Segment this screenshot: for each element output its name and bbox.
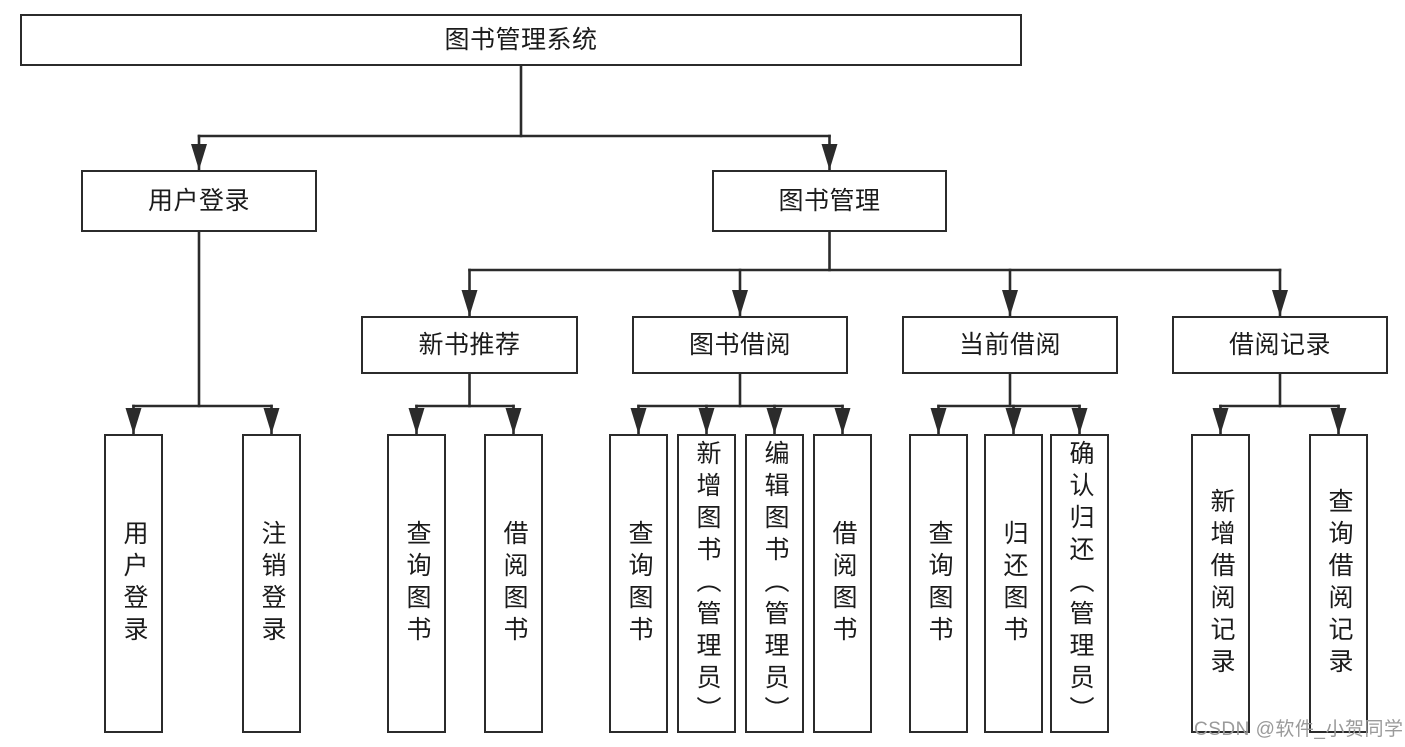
node-l-querybook1[interactable]: 查询图书 (387, 434, 446, 733)
node-login[interactable]: 用户登录 (81, 170, 317, 232)
node-label-login: 用户登录 (147, 187, 250, 215)
node-label-l-addbook: 新增图书（管理员） (693, 439, 721, 728)
node-label-l-editbook: 编辑图书（管理员） (761, 439, 789, 728)
node-label-l-returnbook: 归还图书 (1000, 519, 1028, 648)
node-label-root: 图书管理系统 (444, 26, 598, 54)
arrowhead-icon (1212, 408, 1229, 434)
node-borrow[interactable]: 图书借阅 (632, 316, 848, 374)
node-label-l-logout: 注销登录 (258, 519, 286, 648)
node-root[interactable]: 图书管理系统 (20, 14, 1022, 66)
node-bookmgmt[interactable]: 图书管理 (712, 170, 947, 232)
node-label-records: 借阅记录 (1228, 331, 1331, 359)
node-l-queryrecord[interactable]: 查询借阅记录 (1309, 434, 1368, 733)
arrowhead-icon (1071, 408, 1088, 434)
node-l-logout[interactable]: 注销登录 (242, 434, 301, 733)
node-l-returnbook[interactable]: 归还图书 (984, 434, 1043, 733)
node-newbooks[interactable]: 新书推荐 (361, 316, 578, 374)
node-label-l-borrowbook1: 借阅图书 (500, 519, 528, 648)
node-label-l-addrecord: 新增借阅记录 (1207, 487, 1235, 680)
arrowhead-icon (630, 408, 647, 434)
arrowhead-icon (1330, 408, 1347, 434)
arrowhead-icon (1002, 290, 1018, 316)
node-label-l-confirm: 确认归还（管理员） (1066, 439, 1094, 728)
node-l-querybook3[interactable]: 查询图书 (909, 434, 968, 733)
node-l-borrowbook1[interactable]: 借阅图书 (484, 434, 543, 733)
node-l-addbook[interactable]: 新增图书（管理员） (677, 434, 736, 733)
node-label-l-querybook3: 查询图书 (925, 519, 953, 648)
node-label-l-borrowbook2: 借阅图书 (829, 519, 857, 648)
arrowhead-icon (821, 144, 838, 170)
arrowhead-icon (505, 408, 522, 434)
node-l-querybook2[interactable]: 查询图书 (609, 434, 668, 733)
arrowhead-icon (930, 408, 947, 434)
arrowhead-icon (834, 408, 851, 434)
node-l-userlogin[interactable]: 用户登录 (104, 434, 163, 733)
arrowhead-icon (125, 408, 142, 434)
node-label-newbooks: 新书推荐 (418, 331, 521, 359)
node-label-l-querybook1: 查询图书 (403, 519, 431, 648)
node-l-borrowbook2[interactable]: 借阅图书 (813, 434, 872, 733)
node-current[interactable]: 当前借阅 (902, 316, 1118, 374)
node-label-l-userlogin: 用户登录 (120, 519, 148, 648)
arrowhead-icon (732, 290, 748, 316)
arrowhead-icon (461, 290, 478, 316)
arrowhead-icon (698, 408, 715, 434)
node-l-addrecord[interactable]: 新增借阅记录 (1191, 434, 1250, 733)
arrowhead-icon (191, 144, 207, 170)
node-label-l-querybook2: 查询图书 (625, 519, 653, 648)
node-label-current: 当前借阅 (958, 331, 1061, 359)
node-l-confirm[interactable]: 确认归还（管理员） (1050, 434, 1109, 733)
node-label-borrow: 图书借阅 (688, 331, 791, 359)
arrowhead-icon (263, 408, 280, 434)
arrowhead-icon (766, 408, 783, 434)
node-l-editbook[interactable]: 编辑图书（管理员） (745, 434, 804, 733)
node-records[interactable]: 借阅记录 (1172, 316, 1388, 374)
arrowhead-icon (1272, 290, 1288, 316)
node-label-l-queryrecord: 查询借阅记录 (1325, 487, 1353, 680)
arrowhead-icon (408, 408, 425, 434)
node-label-bookmgmt: 图书管理 (778, 187, 881, 215)
arrowhead-icon (1005, 408, 1022, 434)
